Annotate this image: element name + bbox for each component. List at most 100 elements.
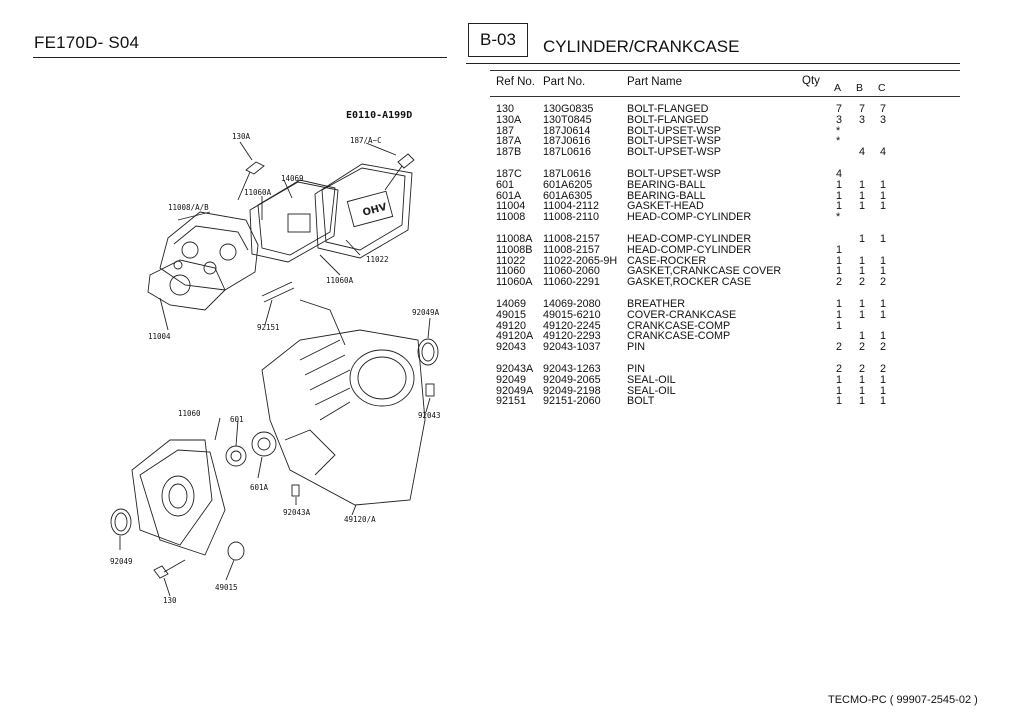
col-c-header: C	[878, 82, 886, 94]
callout-130A: 130A	[232, 132, 251, 141]
ref-no: 11060A	[496, 276, 533, 289]
callout-601A: 601A	[250, 483, 269, 492]
qty-b: 1	[859, 233, 866, 245]
qty-b: 1	[859, 298, 866, 310]
qty-b: 2	[859, 276, 866, 289]
part-no: 11008-2110	[543, 211, 600, 224]
ref-no: 92049	[496, 373, 527, 386]
callout-11060A-2: 11060A	[326, 276, 354, 285]
ref-no: 11008B	[496, 243, 533, 256]
callout-49015: 49015	[215, 583, 238, 592]
qty-a: *	[836, 135, 841, 148]
part-name: PIN	[627, 341, 645, 354]
footer-label: TECMO-PC ( 99907-2545-02 )	[828, 694, 978, 706]
part-name: SEAL-OIL	[627, 373, 676, 386]
part-no: 49120-2293	[543, 330, 601, 343]
qty-c: 2	[880, 363, 887, 375]
qty-c: 2	[880, 341, 887, 354]
qty-c: 4	[880, 146, 887, 159]
part-no: 92151-2060	[543, 395, 601, 408]
qty-c: 1	[880, 189, 887, 202]
part-name: GASKET,ROCKER CASE	[627, 276, 752, 289]
section-title: CYLINDER/CRANKCASE	[543, 37, 740, 56]
ref-no: 187A	[496, 135, 522, 148]
ref-no: 11022	[496, 254, 526, 267]
qty-c: 1	[880, 298, 887, 310]
part-no: 49015-6210	[543, 308, 601, 321]
col-name-header: Part Name	[627, 76, 682, 88]
part-name: BOLT-UPSET-WSP	[627, 135, 721, 148]
ref-no: 92151	[496, 395, 527, 408]
ref-no: 187	[496, 124, 515, 137]
callout-49120: 49120/A	[344, 515, 376, 524]
qty-a: 1	[836, 265, 843, 278]
ref-no: 49015	[496, 308, 527, 321]
qty-b: 1	[859, 200, 866, 213]
qty-c: 1	[880, 395, 887, 408]
ref-no: 187C	[496, 168, 522, 180]
part-no: 92043-1037	[543, 341, 601, 354]
part-name: COVER-CRANKCASE	[627, 308, 737, 321]
qty-c: 2	[880, 276, 887, 289]
qty-c: 1	[880, 373, 887, 386]
qty-b: 1	[859, 330, 866, 343]
qty-b: 2	[859, 363, 866, 375]
model-label: FE170D- S04	[34, 33, 140, 52]
part-name: SEAL-OIL	[627, 384, 676, 397]
ref-no: 92049A	[496, 384, 534, 397]
ref-no: 601A	[496, 189, 522, 202]
qty-a: 1	[836, 298, 843, 310]
qty-b: 3	[859, 113, 866, 126]
part-name: CASE-ROCKER	[627, 254, 707, 267]
part-no: 11008-2157	[543, 243, 600, 256]
qty-a: 4	[836, 168, 843, 180]
qty-c: 1	[880, 384, 887, 397]
col-part-header: Part No.	[543, 76, 586, 88]
qty-a: 3	[836, 113, 843, 126]
part-name: CRANKCASE-COMP	[627, 319, 731, 332]
qty-a: 1	[836, 319, 843, 332]
callout-92049A: 92049A	[412, 308, 440, 317]
part-name: GASKET,CRANKCASE COVER	[627, 265, 782, 278]
callout-601: 601	[230, 415, 244, 424]
part-no: 130T0845	[543, 113, 592, 126]
ref-no: 601	[496, 178, 515, 191]
part-name: PIN	[627, 363, 645, 375]
qty-b: 1	[859, 254, 866, 267]
qty-c: 1	[880, 254, 887, 267]
part-no: 187L0616	[543, 146, 592, 159]
callout-11008: 11008/A/B	[168, 203, 209, 212]
part-no: 187J0616	[543, 135, 591, 148]
callout-187: 187/A~C	[350, 136, 382, 145]
callout-11060: 11060	[178, 409, 201, 418]
qty-b: 1	[859, 395, 866, 408]
ref-no: 11008	[496, 211, 526, 224]
part-name: BOLT-UPSET-WSP	[627, 146, 721, 159]
qty-a: 7	[836, 103, 843, 115]
table-rule-top	[490, 70, 960, 71]
part-name: BOLT	[627, 395, 655, 408]
qty-c: 7	[880, 103, 887, 115]
qty-b: 2	[859, 341, 866, 354]
callout-92049: 92049	[110, 557, 133, 566]
part-name: HEAD-COMP-CYLINDER	[627, 233, 752, 245]
qty-b: 1	[859, 373, 866, 386]
qty-c: 1	[880, 265, 887, 278]
part-no: 187L0616	[543, 168, 592, 180]
qty-a: 1	[836, 395, 843, 408]
part-name: BOLT-FLANGED	[627, 103, 709, 115]
ref-no: 92043	[496, 341, 527, 354]
part-no: 601A6305	[543, 189, 593, 202]
qty-a: 1	[836, 308, 843, 321]
part-name: BOLT-UPSET-WSP	[627, 124, 721, 137]
header-rule-right	[466, 63, 960, 64]
qty-a: 1	[836, 384, 843, 397]
qty-b: 7	[859, 103, 866, 115]
part-no: 14069-2080	[543, 298, 601, 310]
ref-no: 49120	[496, 319, 527, 332]
diagram-code-label: E0110-A199D	[346, 110, 412, 121]
qty-c: 1	[880, 330, 887, 343]
callout-11004: 11004	[148, 332, 171, 341]
qty-b: 1	[859, 308, 866, 321]
part-name: GASKET-HEAD	[627, 200, 704, 213]
